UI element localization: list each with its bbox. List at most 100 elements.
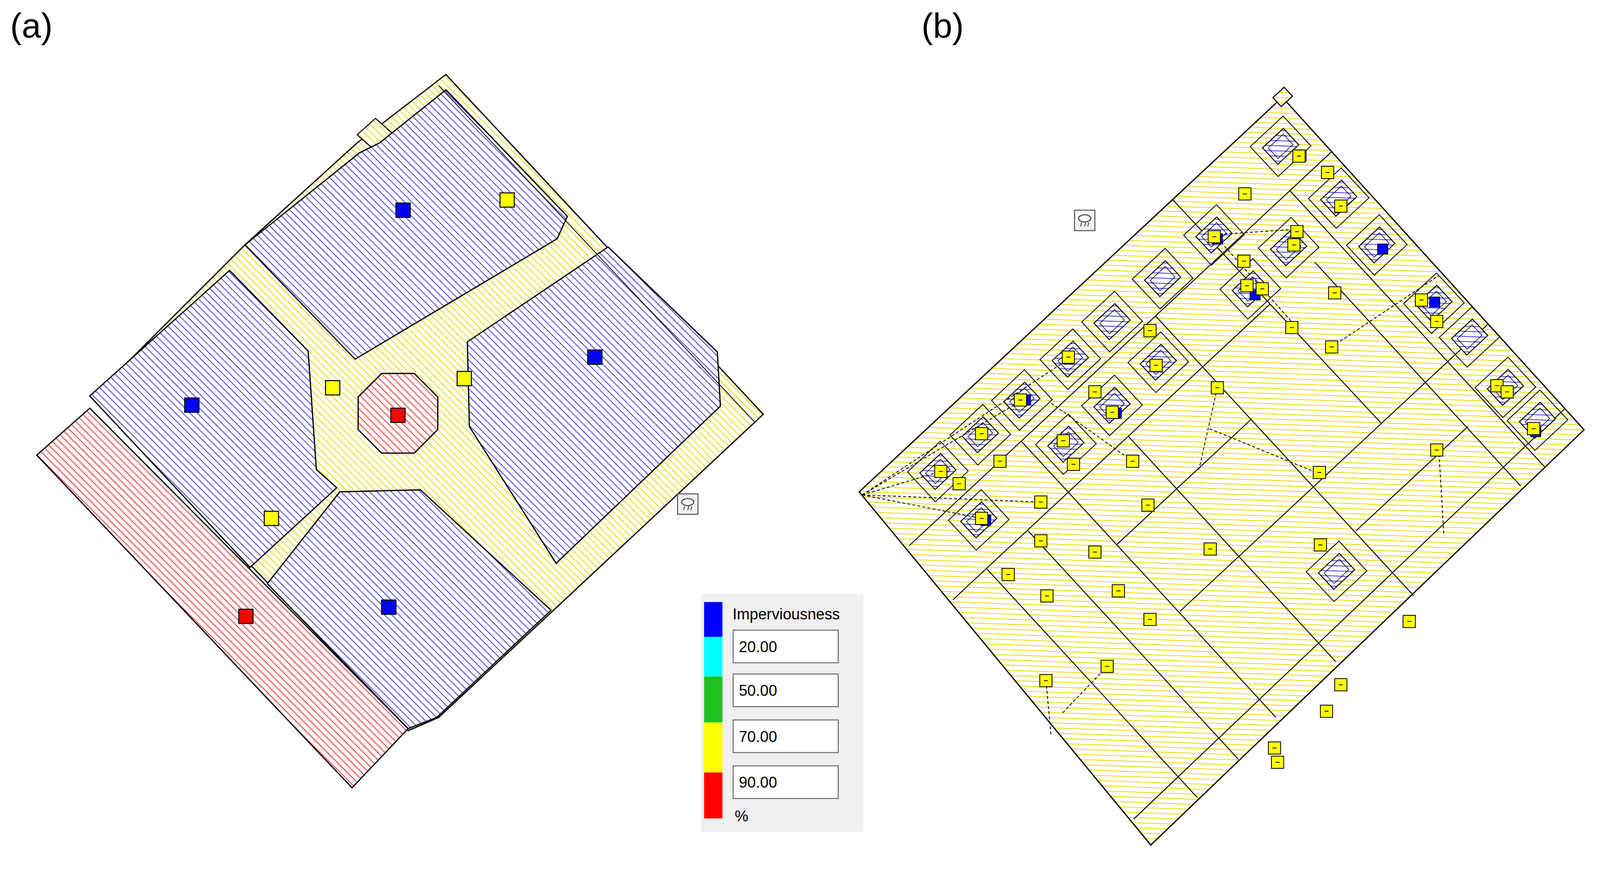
parcel-line — [1129, 408, 1569, 820]
subcatchment-marker — [381, 600, 397, 615]
legend-value: 70.00 — [732, 719, 839, 754]
subcatchment-marker — [1268, 741, 1281, 755]
parcel-line — [1025, 530, 1240, 759]
house-lot — [1035, 413, 1097, 475]
house-lot — [1308, 167, 1369, 229]
site-ground — [1272, 87, 1293, 107]
legend-swatch — [704, 601, 723, 637]
parcel-line — [1179, 324, 1488, 612]
subcatchment-marker — [1040, 589, 1054, 602]
parcel-line — [985, 568, 1200, 798]
outlet-link — [862, 471, 941, 495]
subcatchment-marker — [1334, 678, 1347, 691]
subcatchment-marker — [1256, 282, 1269, 296]
subcatchment-marker — [1039, 674, 1053, 687]
house-lot — [1132, 248, 1194, 309]
subcatchment-marker — [1149, 359, 1163, 372]
parcel-line — [1172, 199, 1382, 424]
parcel-line — [1117, 418, 1252, 544]
subcatchment-marker — [1126, 455, 1139, 468]
subcatchment-marker — [238, 609, 254, 624]
parcel-line — [1153, 316, 1415, 597]
subcatchment-marker — [396, 202, 411, 218]
subcatchment-marker — [1292, 149, 1306, 163]
subcatchment-marker — [1001, 568, 1015, 581]
house-lot — [1081, 291, 1143, 352]
subcatchment-marker — [1325, 340, 1338, 354]
subcatchment-marker — [1014, 394, 1027, 407]
roundabout — [358, 373, 438, 454]
rain-gage-icon — [677, 493, 698, 515]
parcel-line — [1313, 262, 1523, 486]
legend-value: 90.00 — [732, 765, 839, 800]
outlet-link — [1051, 402, 1133, 462]
subcatchment-marker — [1320, 705, 1334, 718]
house-lot — [1403, 272, 1465, 334]
outlet-link — [1438, 449, 1444, 536]
subcatchment-marker — [1034, 495, 1048, 509]
subcatchment-marker — [1143, 324, 1157, 337]
rain-gage-icon — [1074, 210, 1095, 231]
outlet-link — [1061, 666, 1108, 715]
outlet-link — [1209, 428, 1317, 473]
house-lot — [1258, 217, 1319, 278]
road-area — [91, 74, 764, 731]
site-b-map — [834, 87, 1600, 846]
subcatchment-marker — [1313, 466, 1326, 479]
subcatchment-marker — [1062, 350, 1075, 364]
subcatchment-marker — [264, 511, 279, 526]
outlet-link — [862, 359, 1068, 495]
house-lot — [1250, 116, 1311, 177]
subcatchment-marker — [1271, 756, 1284, 769]
subcatchment-marker — [1429, 296, 1441, 308]
subcatchment-marker — [952, 477, 966, 490]
subcatchment-marker — [1088, 545, 1102, 559]
subcatchment-marker — [184, 398, 200, 413]
subcatchment-marker — [1328, 286, 1341, 300]
subcatchment-marker — [457, 371, 472, 386]
panel-label: (b) — [921, 5, 964, 46]
house-lot — [1183, 204, 1245, 266]
house-lot — [1346, 214, 1407, 276]
house-lot — [1439, 306, 1500, 368]
subcatchment-marker — [1285, 321, 1299, 334]
parcel-line — [1126, 436, 1337, 662]
outlet-link — [1046, 680, 1052, 735]
subcatchment-marker — [1334, 200, 1347, 213]
house-lot — [1474, 357, 1536, 418]
subcatchment-marker — [1501, 385, 1514, 399]
subcatchment-marker — [1207, 230, 1221, 244]
house-lot — [991, 369, 1053, 431]
house-lot — [1040, 329, 1101, 390]
subcatchment-marker — [975, 427, 989, 441]
legend-swatch — [704, 772, 723, 819]
subcatchment-marker — [325, 380, 340, 396]
subcatchment-marker — [1240, 279, 1254, 292]
subcatchment-marker — [1101, 660, 1114, 673]
subcatchment-marker — [1088, 385, 1102, 399]
parcel-line — [1288, 190, 1546, 467]
subcatchment-marker — [1211, 381, 1224, 395]
subcatchment-marker — [934, 465, 947, 478]
subcatchment-marker — [1321, 166, 1334, 179]
subcatchment-marker — [934, 149, 1541, 769]
outlet-link — [862, 400, 1023, 495]
legend-title: Imperviousness — [732, 604, 840, 624]
house-lot — [1507, 390, 1568, 451]
house-lot — [902, 110, 1574, 776]
subcatchment-marker — [1430, 315, 1444, 328]
parcel-line — [1355, 426, 1468, 531]
outlet-link — [1199, 387, 1218, 469]
house-lot — [1128, 332, 1189, 393]
subcatchment-marker — [184, 193, 602, 624]
subcatchment-marker — [1106, 405, 1119, 419]
parcel-line — [909, 150, 1333, 546]
unit-label: % — [734, 806, 748, 825]
subcatchment-marker — [499, 193, 515, 208]
subcatchment-marker — [1430, 443, 1444, 457]
site-a-map — [36, 74, 764, 788]
subcatchment-marker — [1034, 534, 1048, 547]
subcatchment-marker — [1238, 187, 1252, 200]
legend-value: 50.00 — [732, 673, 839, 708]
subcatchment-marker — [587, 349, 602, 365]
